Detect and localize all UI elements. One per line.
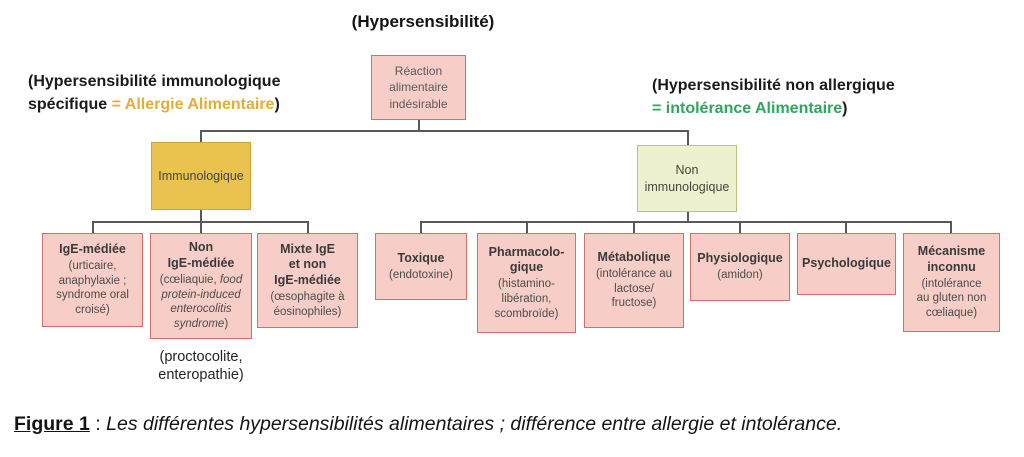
right-annotation-green: = intolérance Alimentaire: [652, 100, 843, 117]
node-toxique: Toxique (endotoxine): [375, 233, 467, 300]
left-annotation: (Hypersensibilité immunologique spécifiq…: [28, 70, 280, 116]
node-label: Non immunologique: [644, 162, 730, 194]
node-title: Mixte IgE et non IgE-médiée: [274, 241, 341, 288]
connector-line: [739, 221, 741, 233]
connector-line: [200, 210, 202, 222]
right-annotation-line1: (Hypersensibilité non allergique: [652, 77, 895, 94]
node-detail: (histamino- libération, scombroïde): [494, 278, 559, 320]
node-detail: (urticaire, anaphylaxie ; syndrome oral …: [56, 259, 129, 317]
node-non-ige-mediee: Non IgE-médiée (cœliaquie, food protein-…: [150, 233, 252, 339]
connector-line: [420, 221, 422, 233]
node-label: Réaction alimentaire indésirable: [389, 64, 448, 111]
node-title: Toxique: [397, 250, 445, 265]
right-annotation: (Hypersensibilité non allergique = intol…: [652, 74, 895, 120]
node-title: Mécanisme inconnu: [917, 244, 986, 274]
node-title: Métabolique: [597, 250, 671, 265]
node-psychologique: Psychologique: [797, 233, 896, 295]
caption-separator: :: [89, 413, 107, 435]
connector-line: [418, 120, 420, 131]
detail-italic: food protein-induced enterocolitis syndr…: [161, 273, 243, 330]
node-label: Immunologique: [158, 168, 244, 183]
left-annotation-black: spécifique: [28, 96, 112, 113]
node-physiologique: Physiologique (amidon): [690, 233, 790, 301]
node-title: Psychologique: [802, 256, 891, 271]
node-detail: (intolérance au gluten non cœliaque): [916, 277, 987, 320]
connector-line: [200, 130, 688, 132]
node-title: Non IgE-médiée: [167, 240, 235, 271]
node-mecanisme-inconnu: Mécanisme inconnu (intolérance au gluten…: [903, 233, 1000, 332]
node-detail: (amidon): [717, 269, 763, 282]
connector-line: [526, 221, 528, 233]
node-immunologique: Immunologique: [151, 142, 251, 210]
connector-line: [200, 221, 202, 233]
left-annotation-gold: = Allergie Alimentaire: [111, 96, 275, 113]
diagram-title: (Hypersensibilité): [351, 12, 495, 31]
connector-line: [92, 221, 94, 233]
node-detail: (cœliaquie, food protein-induced enteroc…: [154, 273, 248, 332]
node-detail: (intolérance au lactose/ fructose): [595, 267, 673, 310]
node-mixte-ige: Mixte IgE et non IgE-médiée (œsophagite …: [257, 233, 358, 328]
connector-line: [633, 221, 635, 233]
connector-line: [845, 221, 847, 233]
right-annotation-close: ): [842, 100, 848, 117]
node-metabolique: Métabolique (intolérance au lactose/ fru…: [584, 233, 684, 328]
node-title: Pharmacolo- gique: [488, 244, 565, 275]
connector-line: [687, 130, 689, 146]
connector-line: [200, 130, 202, 143]
figure-caption: Figure 1 : Les différentes hypersensibil…: [14, 413, 1014, 436]
node-detail: (œsophagite à éosinophiles): [270, 290, 345, 318]
node-ige-mediee: IgE-médiée (urticaire, anaphylaxie ; syn…: [42, 233, 143, 327]
node-pharmacologique: Pharmacolo- gique (histamino- libération…: [477, 233, 576, 333]
detail-regular: (cœliaquie,: [159, 273, 220, 286]
non-ige-sub-note: (proctocolite, enteropathie): [158, 349, 244, 383]
caption-text: Les différentes hypersensibilités alimen…: [106, 413, 843, 435]
left-annotation-close: ): [274, 96, 280, 113]
node-title: IgE-médiée: [59, 242, 126, 257]
caption-label: Figure 1: [14, 413, 90, 435]
right-annotation-line2: = intolérance Alimentaire): [652, 97, 895, 120]
left-annotation-line2: spécifique = Allergie Alimentaire): [28, 93, 280, 116]
node-reaction-alimentaire: Réaction alimentaire indésirable: [371, 55, 466, 120]
connector-line: [307, 221, 309, 233]
connector-line: [420, 221, 951, 223]
node-non-immunologique: Non immunologique: [637, 145, 737, 212]
node-title: Physiologique: [697, 251, 783, 266]
left-annotation-line1: (Hypersensibilité immunologique: [28, 73, 281, 90]
node-detail: (endotoxine): [389, 268, 453, 281]
detail-regular: ): [224, 317, 229, 330]
connector-line: [687, 212, 689, 222]
connector-line: [950, 221, 952, 233]
